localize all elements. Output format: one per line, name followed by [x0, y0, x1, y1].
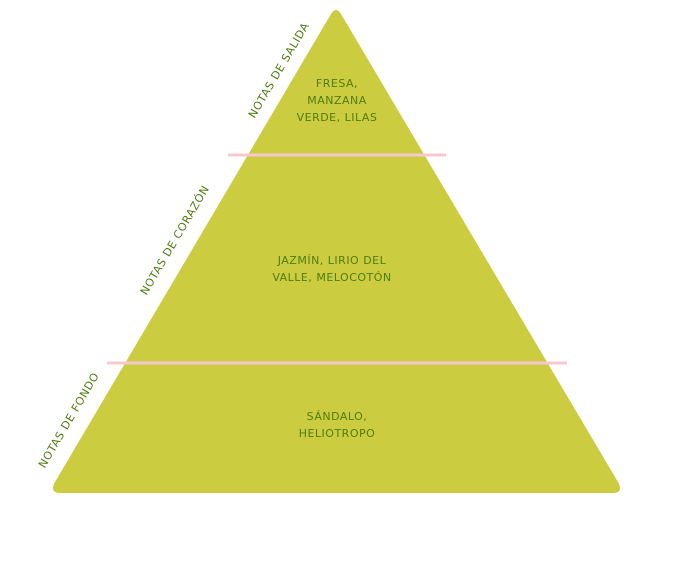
tier-notes-middle-line: VALLE, MELOCOTÓN [272, 271, 391, 284]
pyramid-shape [53, 10, 620, 493]
tier-notes-bottom-line: HELIOTROPO [299, 427, 376, 440]
tier-notes-middle-line: JAZMÍN, LIRIO DEL [277, 254, 387, 267]
tier-notes-top-line: VERDE, LILAS [297, 111, 378, 124]
tier-notes-bottom-line: SÁNDALO, [307, 410, 368, 423]
tier-notes-top-line: FRESA, [316, 77, 358, 90]
tier-notes-top-line: MANZANA [307, 94, 367, 107]
